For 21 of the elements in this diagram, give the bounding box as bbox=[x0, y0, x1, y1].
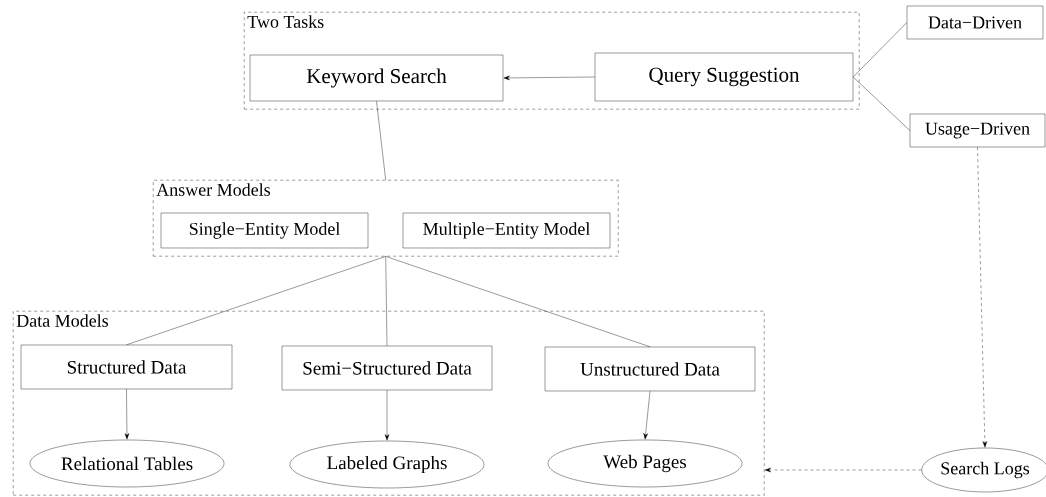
connector-line bbox=[385, 256, 651, 347]
connector-line bbox=[853, 76, 910, 131]
connector-line bbox=[376, 101, 386, 181]
process-box: Single−Entity Model bbox=[160, 212, 369, 249]
connector-line bbox=[385, 256, 388, 346]
arrow bbox=[977, 147, 988, 448]
process-box: Multiple−Entity Model bbox=[402, 212, 611, 249]
process-box: Usage−Driven bbox=[909, 113, 1046, 148]
arrow bbox=[503, 75, 595, 81]
connector-line bbox=[853, 22, 907, 78]
process-box: Keyword Search bbox=[249, 54, 504, 102]
process-box: Query Suggestion bbox=[594, 52, 854, 102]
arrow bbox=[124, 389, 130, 440]
process-box: Data−Driven bbox=[906, 5, 1044, 40]
process-box: Semi−Structured Data bbox=[281, 345, 493, 391]
connector-line bbox=[126, 256, 386, 345]
process-box: Unstructured Data bbox=[544, 346, 756, 392]
arrow bbox=[643, 391, 651, 440]
process-box: Structured Data bbox=[20, 344, 233, 390]
arrow bbox=[384, 390, 390, 441]
arrow bbox=[764, 467, 922, 473]
